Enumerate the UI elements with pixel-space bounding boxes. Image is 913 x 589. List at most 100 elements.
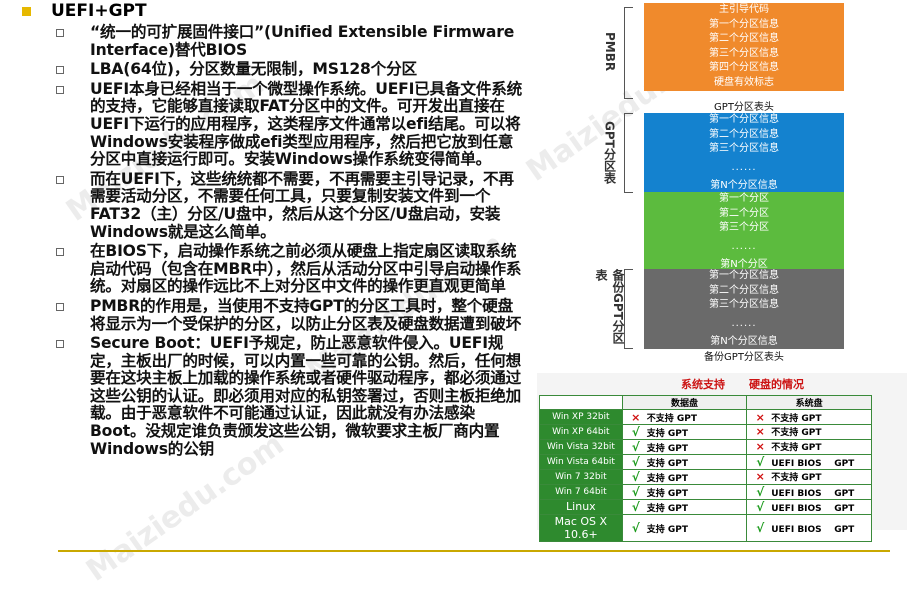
slide-title-row: UEFI+GPT [22, 1, 147, 21]
gpt-entries-block: 第一个分区信息 第二个分区信息 第三个分区信息 ...... 第N个分区信息 [644, 113, 844, 194]
support-text: 支持 GPT [646, 443, 688, 454]
pmbr-block: 主引导代码 第一个分区信息 第二个分区信息 第三个分区信息 第四个分区信息 硬盘… [644, 3, 844, 91]
entry-row: 第三个分区信息 [709, 143, 779, 155]
support-text: 支持 GPT [646, 428, 688, 439]
table-row: Win XP 64bit√支持 GPT×不支持 GPT [539, 423, 872, 440]
square-bullet-icon [56, 175, 64, 184]
pmbr-row: 硬盘有效标志 [714, 76, 774, 88]
bullet-item: 在BIOS下，启动操作系统之前必须从硬盘上指定扇区读取系统启动代码（包含在MBR… [56, 242, 526, 296]
data-disk-cell: √ 支持 GPT [621, 468, 748, 485]
os-cell: Linux [539, 498, 623, 515]
col-data-disk: 数据盘 [621, 394, 748, 411]
table-row: Win XP 32bit×不支持 GPT×不支持 GPT [539, 409, 872, 425]
col-system-disk: 系统盘 [746, 394, 872, 411]
check-icon: √ [631, 424, 640, 439]
cross-icon: × [755, 470, 765, 484]
pmbr-brace [624, 7, 633, 99]
data-disk-cell: √支持 GPT [621, 438, 748, 455]
table-row: Win 7 64bit√支持 GPT√UEFI BIOS GPT [539, 483, 872, 500]
data-disk-cell: √支持 GPT [621, 498, 748, 515]
table-header-row: 数据盘 系统盘 [539, 394, 872, 411]
table-row: Win 7 32bit √ 支持 GPT × 不支持 GPT [539, 468, 872, 485]
backup-row: 第三个分区信息 [709, 299, 779, 311]
support-text: 支持 GPT [646, 524, 688, 535]
bullet-item: “统一的可扩展固件接口”(Unified Extensible Firmware… [56, 23, 526, 59]
system-disk-cell: ×不支持 GPT [746, 423, 872, 440]
check-icon: √ [631, 499, 640, 514]
title-bullet-icon [22, 6, 31, 16]
support-text: UEFI BIOS GPT [771, 458, 855, 469]
cross-icon: × [755, 425, 765, 439]
backup-brace [624, 269, 633, 349]
system-disk-cell: √ UEFI BIOS GPT [746, 453, 872, 470]
entry-row: 第二个分区信息 [709, 128, 779, 140]
entry-dots: ...... [731, 161, 757, 173]
bullet-item: UEFI本身已经相当于一个微型操作系统。UEFI已具备文件系统的支持，它能够直接… [56, 80, 526, 169]
square-bullet-icon [56, 85, 64, 94]
bullet-item: PMBR的作用是，当使用不支持GPT的分区工具时，整个硬盘将显示为一个受保护的分… [56, 297, 526, 333]
square-bullet-icon [56, 248, 64, 257]
check-icon: √ [756, 454, 765, 469]
cross-icon: × [631, 410, 641, 424]
table-row: Win Vista 64bit√支持 GPT√UEFI BIOS GPT [539, 453, 872, 470]
compat-label-disk: 硬盘的情况 [749, 378, 804, 391]
data-disk-cell: √支持 GPT [621, 453, 748, 470]
support-text: UEFI BIOS GPT [771, 524, 855, 535]
check-icon: √ [631, 520, 640, 535]
support-text: 不支持 GPT [771, 443, 822, 454]
pmbr-row: 第一个分区信息 [709, 18, 779, 30]
os-cell: Win 7 32bit [539, 468, 623, 485]
compat-label-system: 系统支持 [681, 378, 725, 391]
cross-icon: × [755, 440, 765, 454]
check-icon: √ [756, 499, 765, 514]
partition-dots: ...... [731, 240, 757, 252]
support-text: 不支持 GPT [771, 413, 822, 424]
backup-row: 第二个分区信息 [709, 284, 779, 296]
partitions-block: 第一个分区 第二个分区 第三个分区 ...... 第N个分区 [644, 192, 844, 273]
bullet-item: 而在UEFI下，这些统统都不需要，不再需要主引导记录，不再需要活动分区，不需要任… [56, 170, 526, 241]
data-disk-cell: √ 支持 GPT [621, 513, 748, 542]
os-cell: Mac OS X 10.6+ [539, 513, 623, 542]
support-text: 支持 GPT [646, 488, 688, 499]
os-cell: Win 7 64bit [539, 483, 623, 500]
backup-row: 第N个分区信息 [710, 335, 778, 347]
table-row: Mac OS X 10.6+ √ 支持 GPT √UEFI BIOS GPT [539, 513, 872, 542]
backup-dots: ...... [731, 317, 757, 329]
data-disk-cell: √ 支持 GPT [621, 483, 748, 500]
pmbr-row: 第三个分区信息 [709, 47, 779, 59]
bullet-list: “统一的可扩展固件接口”(Unified Extensible Firmware… [56, 23, 526, 460]
check-icon: √ [631, 454, 640, 469]
data-disk-cell: √ 支持 GPT [621, 423, 748, 440]
system-disk-cell: √ UEFI BIOS GPT [746, 498, 872, 515]
bottom-divider [58, 550, 890, 552]
system-disk-cell: √UEFI BIOS GPT [746, 513, 872, 542]
compat-panel: 系统支持 硬盘的情况 数据盘 系统盘 Win XP 32bit×不支持 GPT×… [537, 373, 907, 542]
gpt-table-brace [624, 113, 633, 193]
square-bullet-icon [56, 302, 64, 311]
os-cell: Win Vista 64bit [539, 453, 623, 470]
support-text: 支持 GPT [646, 473, 688, 484]
corner-cell [539, 394, 623, 411]
check-icon: √ [631, 469, 640, 484]
system-disk-cell: × 不支持 GPT [746, 438, 872, 455]
partition-row: 第二个分区 [719, 207, 769, 219]
square-bullet-icon [56, 340, 64, 349]
system-disk-cell: × 不支持 GPT [746, 468, 872, 485]
backup-label: 备份GPT分区表 [594, 269, 625, 344]
support-text: UEFI BIOS GPT [771, 503, 855, 514]
support-text: 不支持 GPT [771, 473, 822, 484]
gpt-header-caption: GPT分区表头 [714, 102, 774, 113]
pmbr-row: 主引导代码 [719, 4, 769, 15]
gpt-table-label: GPT分区表 [602, 120, 617, 184]
gpt-diagram: PMBR 主引导代码 第一个分区信息 第二个分区信息 第三个分区信息 第四个分区… [590, 3, 890, 365]
check-icon: √ [631, 484, 640, 499]
entry-row: 第N个分区信息 [710, 179, 778, 191]
entry-row: 第一个分区信息 [709, 114, 779, 125]
bullet-item: Secure Boot：UEFI予规定，防止恶意软件侵入。UEFI规定，主板出厂… [56, 334, 526, 458]
check-icon: √ [756, 484, 765, 499]
pmbr-row: 第二个分区信息 [709, 33, 779, 45]
pmbr-row: 第四个分区信息 [709, 62, 779, 74]
square-bullet-icon [56, 66, 64, 75]
